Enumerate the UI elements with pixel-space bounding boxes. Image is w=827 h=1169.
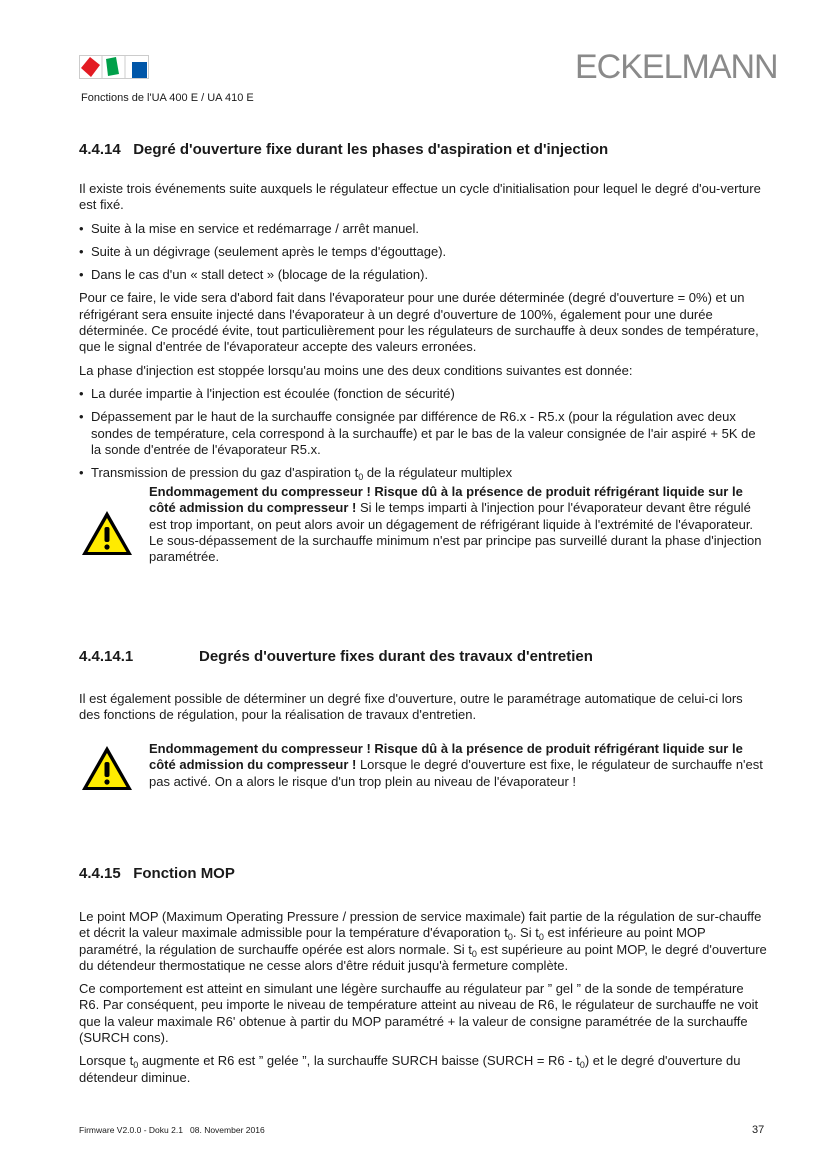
text: . Si t bbox=[512, 925, 539, 941]
paragraph: Ce comportement est atteint en simulant … bbox=[79, 981, 759, 1046]
company-logo-squares bbox=[79, 55, 149, 79]
subscript: 0 bbox=[579, 1060, 585, 1071]
warning-title: Endommagement du compresseur ! Risque dû… bbox=[149, 741, 743, 773]
warning-message: Endommagement du compresseur ! Risque dû… bbox=[149, 484, 769, 565]
bullet-item: Dépassement par le haut de la surchauffe… bbox=[79, 409, 767, 458]
bullet-item: Suite à un dégivrage (seulement après le… bbox=[79, 244, 767, 261]
paragraph: La phase d'injection est stoppée lorsqu'… bbox=[79, 362, 633, 378]
paragraph: Il est également possible de déterminer … bbox=[79, 691, 743, 723]
subscript: 0 bbox=[538, 932, 544, 943]
section-title: Degrés d'ouverture fixes durant des trav… bbox=[199, 648, 593, 665]
warning-text: Lorsque le degré d'ouverture est fixe, l… bbox=[149, 757, 763, 789]
paragraph: Lorsque t0 augmente et R6 est ” gelée ”,… bbox=[79, 1053, 767, 1086]
warning-icon bbox=[80, 509, 134, 557]
section-heading-4-4-14-1: 4.4.14.1 Degrés d'ouverture fixes durant … bbox=[79, 648, 593, 665]
text: Transmission de pression du gaz d'aspira… bbox=[91, 465, 359, 481]
text: ) et le degré d'ouverture du détendeur d… bbox=[79, 1053, 741, 1085]
subscript: 0 bbox=[358, 472, 364, 483]
footer-version: Firmware V2.0.0 - Doku 2.1 08. November … bbox=[79, 1125, 265, 1135]
text: augmente et R6 est ” gelée ”, la surchau… bbox=[138, 1053, 580, 1069]
section-heading-4-4-15: 4.4.15 Fonction MOP bbox=[79, 865, 235, 882]
text: est inférieure au point MOP paramétré, l… bbox=[79, 925, 706, 957]
text: de la régulateur multiplex bbox=[363, 465, 513, 481]
document-subtitle: Fonctions de l'UA 400 E / UA 410 E bbox=[81, 92, 254, 104]
warning-title: Endommagement du compresseur ! Risque dû… bbox=[149, 484, 743, 516]
section-body-4-4-14: Il existe trois événements suite auxquel… bbox=[79, 181, 767, 483]
brand-logo-text: ECKELMANN bbox=[575, 48, 779, 86]
subscript: 0 bbox=[471, 948, 477, 959]
warning-text: Si le temps imparti à l'injection pour l… bbox=[149, 500, 762, 565]
bullet-item: Suite à la mise en service et redémarrag… bbox=[79, 221, 767, 238]
section-body-4-4-15: Le point MOP (Maximum Operating Pressure… bbox=[79, 909, 767, 1086]
bullet-item: Transmission de pression du gaz d'aspira… bbox=[79, 465, 767, 483]
text: est supérieure au point MOP, le degré d'… bbox=[79, 941, 767, 973]
bullet-item: Dans le cas d'un « stall detect » (bloca… bbox=[79, 267, 767, 284]
bullet-item: La durée impartie à l'injection est écou… bbox=[79, 386, 767, 403]
text: Le point MOP (Maximum Operating Pressure… bbox=[79, 909, 762, 941]
page-number: 37 bbox=[752, 1124, 765, 1136]
warning-icon bbox=[80, 744, 134, 792]
section-heading-4-4-14: 4.4.14 Degré d'ouverture fixe durant les… bbox=[79, 141, 609, 158]
text: Lorsque t bbox=[79, 1053, 134, 1069]
warning-message: Endommagement du compresseur ! Risque dû… bbox=[149, 741, 769, 790]
subscript: 0 bbox=[133, 1060, 139, 1071]
section-number: 4.4.14.1 bbox=[79, 648, 134, 665]
paragraph: Le point MOP (Maximum Operating Pressure… bbox=[79, 909, 767, 974]
paragraph: Il existe trois événements suite auxquel… bbox=[79, 181, 761, 213]
paragraph: Pour ce faire, le vide sera d'abord fait… bbox=[79, 290, 759, 355]
subscript: 0 bbox=[507, 932, 513, 943]
